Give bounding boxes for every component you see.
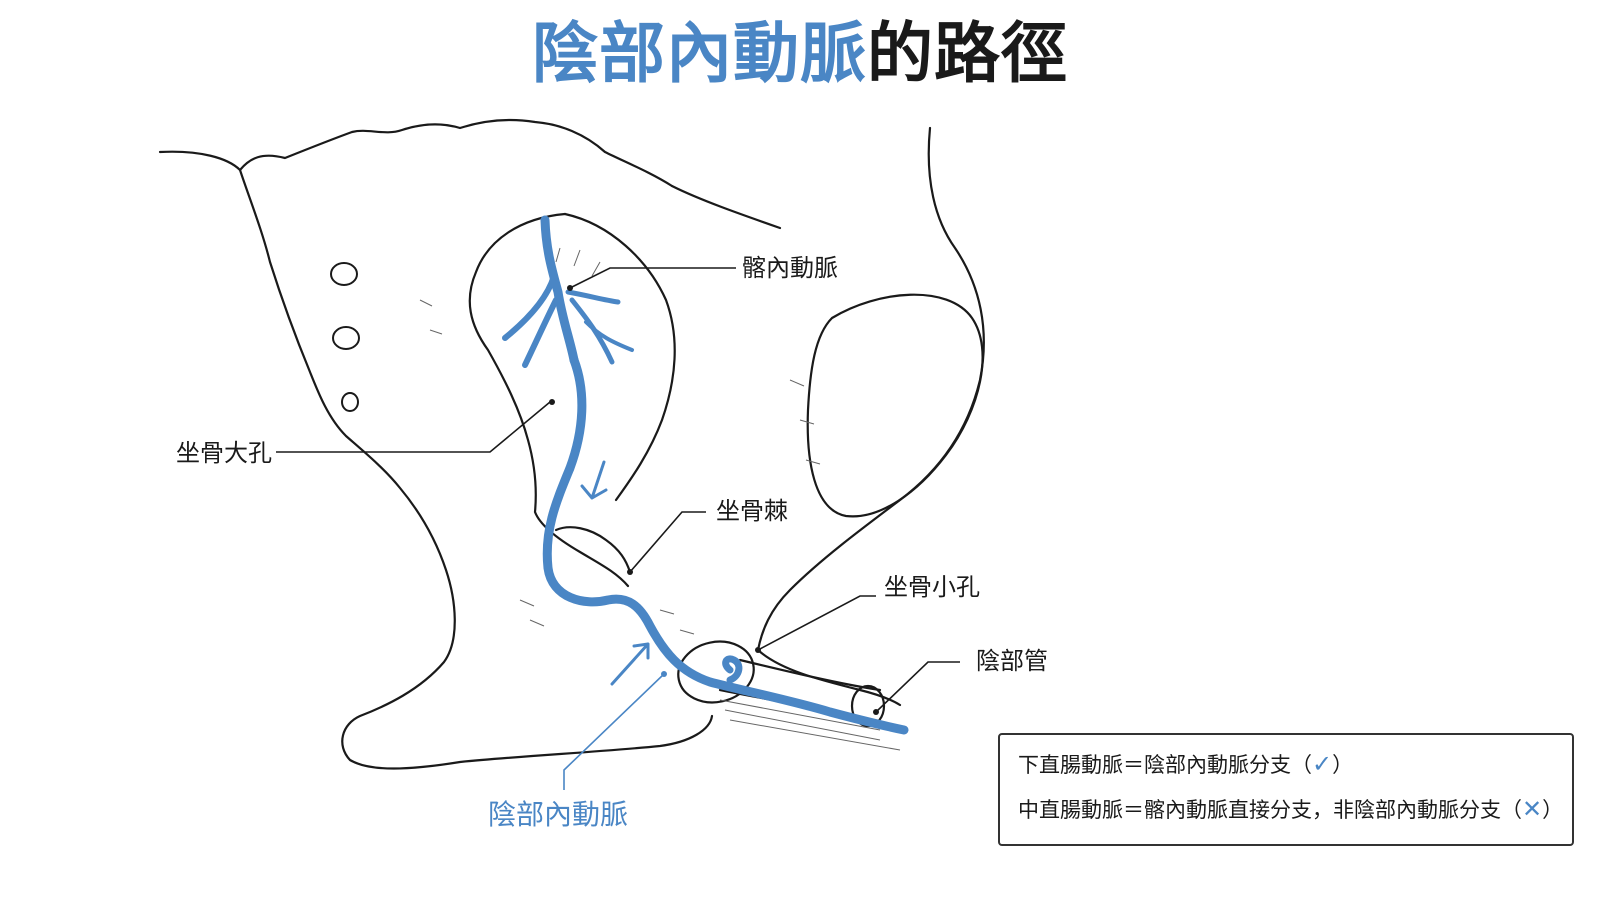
iliac-branch: [584, 320, 634, 352]
leader-lesser-sciatic: [757, 595, 876, 651]
iliac-branch: [565, 289, 621, 305]
note-text: 中直腸動脈＝髂內動脈直接分支，非陰部內動脈分支（: [1018, 798, 1522, 822]
note-close: ）: [1332, 753, 1354, 777]
artery-loop: [722, 655, 743, 684]
notes-box: 下直腸動脈＝陰部內動脈分支（✓） 中直腸動脈＝髂內動脈直接分支，非陰部內動脈分支…: [998, 733, 1574, 846]
iliac-branch: [569, 297, 615, 365]
title-rest: 的路徑: [867, 15, 1068, 92]
notch-rim-right: [563, 212, 676, 502]
sacrum-body-outline: [238, 168, 714, 770]
page-title: 陰部內動脈的路徑: [0, 14, 1600, 94]
leader-ischial-spine: [629, 511, 706, 573]
iliac-branch: [522, 297, 559, 368]
internal-iliac-trunk: [540, 215, 579, 365]
arrow-up-icon: [610, 642, 650, 686]
leader-pudendal-canal: [875, 661, 960, 713]
sacrum-outline: [158, 118, 674, 188]
greater-sciatic-notch: [468, 212, 630, 588]
sacral-foramen: [330, 262, 358, 286]
sacral-foramen: [332, 326, 360, 350]
internal-pudendal-artery: [542, 355, 909, 735]
note-close: ）: [1542, 798, 1564, 822]
title-highlight: 陰部內動脈: [532, 15, 867, 92]
note-inferior-rectal: 下直腸動脈＝陰部內動脈分支（✓）: [1018, 749, 1556, 780]
label-ischial-spine: 坐骨棘: [716, 497, 788, 525]
arrow-down-icon: [580, 460, 608, 500]
note-middle-rectal: 中直腸動脈＝髂內動脈直接分支，非陰部內動脈分支（✕）: [1018, 794, 1563, 825]
label-lesser-sciatic: 坐骨小孔: [884, 573, 980, 601]
leader-internal-pudendal: [563, 673, 665, 790]
iliac-branch: [502, 273, 557, 341]
cross-icon: ✕: [1522, 795, 1543, 823]
label-internal-iliac: 髂內動脈: [742, 254, 838, 282]
leader-internal-iliac: [569, 267, 736, 289]
ilium-outline: [670, 184, 782, 230]
leader-greater-sciatic: [276, 401, 551, 453]
label-internal-pudendal: 陰部內動脈: [488, 798, 629, 831]
sacral-foramen: [341, 392, 359, 412]
note-text: 下直腸動脈＝陰部內動脈分支（: [1018, 753, 1312, 777]
check-icon: ✓: [1312, 750, 1333, 778]
label-pudendal-canal: 陰部管: [976, 647, 1048, 675]
ischial-spine-outline: [554, 526, 632, 574]
label-greater-sciatic: 坐骨大孔: [176, 439, 272, 467]
obturator-foramen: [806, 293, 984, 518]
